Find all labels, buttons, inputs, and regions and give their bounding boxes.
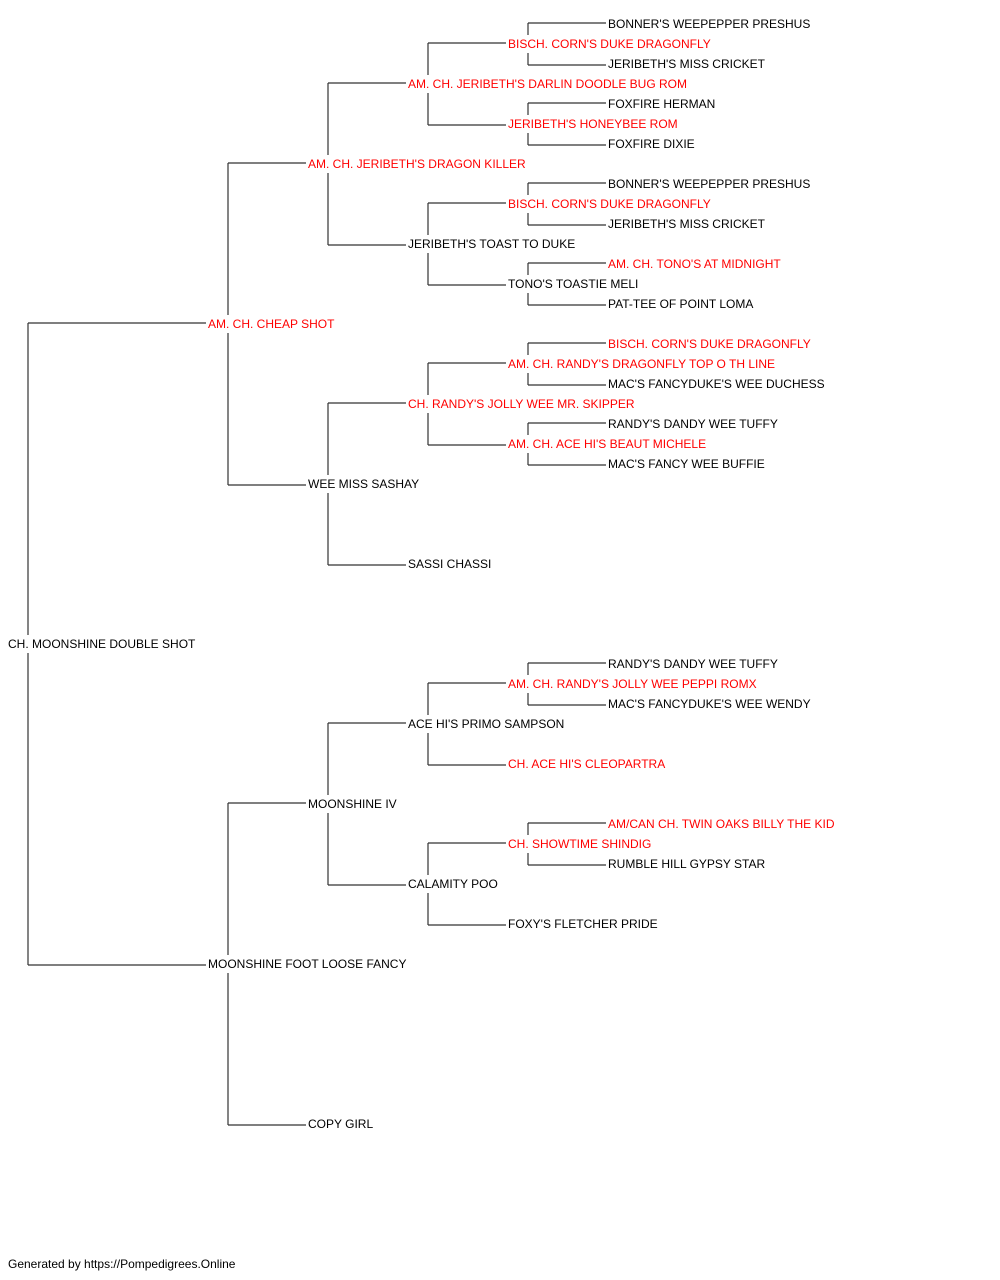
- pedigree-dog-name: FOXFIRE HERMAN: [608, 97, 716, 111]
- pedigree-dog-name: BISCH. CORN'S DUKE DRAGONFLY: [508, 197, 711, 211]
- pedigree-dog-name: FOXFIRE DIXIE: [608, 137, 695, 151]
- pedigree-dog-name: AM. CH. RANDY'S DRAGONFLY TOP O TH LINE: [508, 357, 776, 371]
- pedigree-dog-name: CH. SHOWTIME SHINDIG: [508, 837, 652, 851]
- pedigree-dog-name: JERIBETH'S HONEYBEE ROM: [508, 117, 678, 131]
- pedigree-dog-name: AM. CH. TONO'S AT MIDNIGHT: [608, 257, 781, 271]
- pedigree-dog-name: MAC'S FANCY WEE BUFFIE: [608, 457, 765, 471]
- pedigree-dog-name: RANDY'S DANDY WEE TUFFY: [608, 657, 778, 671]
- pedigree-dog-name: AM/CAN CH. TWIN OAKS BILLY THE KID: [608, 817, 835, 831]
- pedigree-dog-name: CALAMITY POO: [408, 877, 498, 891]
- footer-credit: Generated by https://Pompedigrees.Online: [8, 1257, 236, 1271]
- pedigree-dog-name: TONO'S TOASTIE MELI: [508, 277, 639, 291]
- pedigree-dog-name: JERIBETH'S MISS CRICKET: [608, 57, 765, 71]
- pedigree-dog-name: AM. CH. CHEAP SHOT: [208, 317, 335, 331]
- pedigree-dog-name: FOXY'S FLETCHER PRIDE: [508, 917, 658, 931]
- pedigree-dog-name: AM. CH. RANDY'S JOLLY WEE PEPPI ROMX: [508, 677, 757, 691]
- pedigree-dog-name: MOONSHINE FOOT LOOSE FANCY: [208, 957, 407, 971]
- pedigree-dog-name: BONNER'S WEEPEPPER PRESHUS: [608, 17, 811, 31]
- pedigree-dog-name: AM. CH. JERIBETH'S DRAGON KILLER: [308, 157, 526, 171]
- pedigree-dog-name: AM. CH. ACE HI'S BEAUT MICHELE: [508, 437, 707, 451]
- pedigree-dog-name: ACE HI'S PRIMO SAMPSON: [408, 717, 565, 731]
- pedigree-dog-name: RUMBLE HILL GYPSY STAR: [608, 857, 766, 871]
- pedigree-dog-name: MOONSHINE IV: [308, 797, 397, 811]
- pedigree-dog-name: MAC'S FANCYDUKE'S WEE WENDY: [608, 697, 811, 711]
- pedigree-dog-name: JERIBETH'S TOAST TO DUKE: [408, 237, 576, 251]
- pedigree-dog-name: COPY GIRL: [308, 1117, 374, 1131]
- pedigree-dog-name: WEE MISS SASHAY: [308, 477, 420, 491]
- pedigree-dog-name: CH. RANDY'S JOLLY WEE MR. SKIPPER: [408, 397, 635, 411]
- pedigree-dog-name: BONNER'S WEEPEPPER PRESHUS: [608, 177, 811, 191]
- pedigree-dog-name: BISCH. CORN'S DUKE DRAGONFLY: [508, 37, 711, 51]
- pedigree-dog-name: CH. ACE HI'S CLEOPARTRA: [508, 757, 666, 771]
- pedigree-dog-name: JERIBETH'S MISS CRICKET: [608, 217, 765, 231]
- pedigree-dog-name: BISCH. CORN'S DUKE DRAGONFLY: [608, 337, 811, 351]
- pedigree-dog-name: CH. MOONSHINE DOUBLE SHOT: [8, 637, 196, 651]
- pedigree-dog-name: RANDY'S DANDY WEE TUFFY: [608, 417, 778, 431]
- pedigree-dog-name: MAC'S FANCYDUKE'S WEE DUCHESS: [608, 377, 825, 391]
- pedigree-dog-name: SASSI CHASSI: [408, 557, 492, 571]
- pedigree-dog-name: PAT-TEE OF POINT LOMA: [608, 297, 754, 311]
- pedigree-dog-name: AM. CH. JERIBETH'S DARLIN DOODLE BUG ROM: [408, 77, 687, 91]
